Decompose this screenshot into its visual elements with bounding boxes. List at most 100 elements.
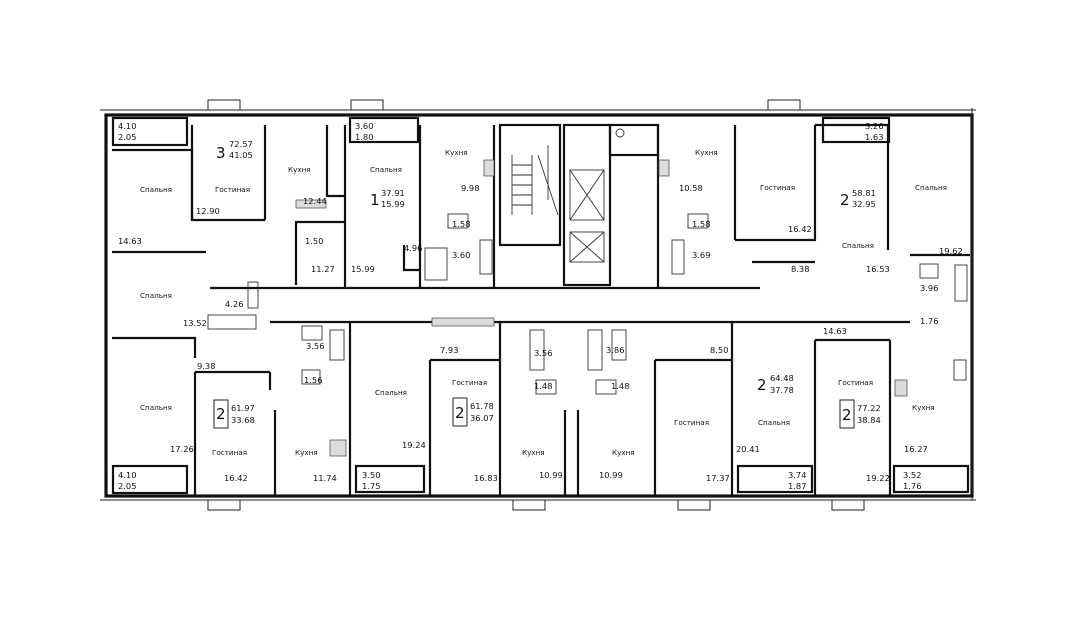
room-label-living: Гостиная	[674, 418, 709, 427]
stair	[511, 128, 625, 263]
apt-total: 37.91	[381, 188, 405, 198]
svg-text:10.99: 10.99	[599, 470, 623, 480]
apt-total: 61.97	[231, 403, 255, 413]
svg-text:1.58: 1.58	[452, 219, 470, 229]
room-label-bedroom: Спальня	[140, 185, 172, 194]
svg-text:17.26: 17.26	[170, 444, 194, 454]
svg-text:16.42: 16.42	[788, 224, 812, 234]
svg-text:14.63: 14.63	[823, 326, 847, 336]
apt-total: 72.57	[229, 139, 253, 149]
svg-text:4.10: 4.10	[118, 470, 136, 480]
svg-text:3.56: 3.56	[534, 348, 552, 358]
apt-rooms: 2	[842, 406, 852, 424]
svg-text:19.22: 19.22	[866, 473, 890, 483]
room-label-kitchen: Кухня	[288, 165, 311, 174]
svg-text:1.76: 1.76	[903, 481, 921, 491]
apt-total: 58.81	[852, 188, 876, 198]
corridor	[210, 286, 910, 324]
interior-walls-north	[112, 123, 970, 288]
svg-text:19.24: 19.24	[402, 440, 426, 450]
svg-text:8.38: 8.38	[791, 264, 809, 274]
svg-text:3.96: 3.96	[920, 283, 938, 293]
room-label-bedroom: Спальня	[842, 241, 874, 250]
apt-rooms: 2	[840, 191, 850, 209]
apt-living: 41.05	[229, 150, 253, 160]
svg-text:3.56: 3.56	[306, 341, 324, 351]
svg-text:1.87: 1.87	[788, 481, 806, 491]
room-label-kitchen: Кухня	[522, 448, 545, 457]
room-label-kitchen: Кухня	[695, 148, 718, 157]
svg-text:10.58: 10.58	[679, 183, 703, 193]
svg-text:11.74: 11.74	[313, 473, 337, 483]
room-label-kitchen: Кухня	[612, 448, 635, 457]
svg-text:4.96: 4.96	[404, 243, 422, 253]
balconies	[111, 116, 970, 495]
svg-text:11.27: 11.27	[311, 264, 335, 274]
apt-total: 64.48	[770, 373, 794, 383]
svg-text:3.69: 3.69	[692, 250, 710, 260]
room-label-bedroom: Спальня	[758, 418, 790, 427]
room-label-kitchen: Кухня	[295, 448, 318, 457]
svg-text:3.52: 3.52	[903, 470, 921, 480]
svg-text:9.98: 9.98	[461, 183, 479, 193]
balcony-areas: 4.10 2.05 3.60 1.80 3.26 1.63 4.10 2.05 …	[118, 121, 921, 491]
svg-text:16.53: 16.53	[866, 264, 890, 274]
room-label-living: Гостиная	[212, 448, 247, 457]
svg-text:10.99: 10.99	[539, 470, 563, 480]
svg-text:7.93: 7.93	[440, 345, 458, 355]
svg-text:3.26: 3.26	[865, 121, 883, 131]
svg-text:12.90: 12.90	[196, 206, 220, 216]
svg-text:3.60: 3.60	[452, 250, 470, 260]
apt-total: 77.22	[857, 403, 881, 413]
apt-living: 15.99	[381, 199, 405, 209]
apt-rooms: 2	[455, 404, 465, 422]
room-label-bedroom: Спальня	[915, 183, 947, 192]
room-labels: Спальня Спальня Спальня Гостиная Гостина…	[140, 148, 947, 457]
apt-living: 33.68	[231, 415, 255, 425]
room-areas: 12.90 14.63 13.52 12.44 11.27 1.50 4.26 …	[118, 183, 963, 483]
svg-text:14.63: 14.63	[118, 236, 142, 246]
svg-text:16.83: 16.83	[474, 473, 498, 483]
svg-text:20.41: 20.41	[736, 444, 760, 454]
apt-living: 36.07	[470, 413, 494, 423]
apt-rooms: 1	[370, 191, 380, 209]
svg-text:15.99: 15.99	[351, 264, 375, 274]
apt-living: 32.95	[852, 199, 876, 209]
room-label-bedroom: Спальня	[140, 403, 172, 412]
room-label-bedroom: Спальня	[370, 165, 402, 174]
svg-text:1.48: 1.48	[534, 381, 552, 391]
room-label-living: Гостиная	[452, 378, 487, 387]
svg-text:8.50: 8.50	[710, 345, 728, 355]
apt-total: 61.78	[470, 401, 494, 411]
svg-text:1.58: 1.58	[692, 219, 710, 229]
apt-living: 37.78	[770, 385, 794, 395]
svg-text:1.76: 1.76	[920, 316, 938, 326]
room-label-living: Гостиная	[838, 378, 873, 387]
svg-text:3.50: 3.50	[362, 470, 380, 480]
svg-text:3.74: 3.74	[788, 470, 806, 480]
sanitary-fixtures	[207, 213, 968, 395]
svg-text:1.50: 1.50	[305, 236, 323, 246]
apt-rooms: 2	[757, 376, 767, 394]
svg-text:12.44: 12.44	[303, 196, 327, 206]
svg-text:1.63: 1.63	[865, 132, 883, 142]
apartment-badges: 3 72.57 41.05 1 37.91 15.99 2 58.81 32.9…	[213, 139, 881, 429]
room-label-living: Гостиная	[215, 185, 250, 194]
svg-text:17.37: 17.37	[706, 473, 730, 483]
kitchen-counters	[295, 159, 908, 457]
room-label-kitchen: Кухня	[445, 148, 468, 157]
svg-text:2.05: 2.05	[118, 481, 136, 491]
room-label-living: Гостиная	[760, 183, 795, 192]
room-label-bedroom: Спальня	[375, 388, 407, 397]
apt-rooms: 3	[216, 144, 226, 162]
svg-text:13.52: 13.52	[183, 318, 207, 328]
room-label-bedroom: Спальня	[140, 291, 172, 300]
svg-text:9.38: 9.38	[197, 361, 215, 371]
apt-living: 38.84	[857, 415, 881, 425]
svg-text:19.62: 19.62	[939, 246, 963, 256]
room-label-kitchen: Кухня	[912, 403, 935, 412]
svg-text:1.56: 1.56	[304, 375, 322, 385]
interior-walls-south	[112, 322, 892, 496]
svg-text:3.86: 3.86	[606, 345, 624, 355]
